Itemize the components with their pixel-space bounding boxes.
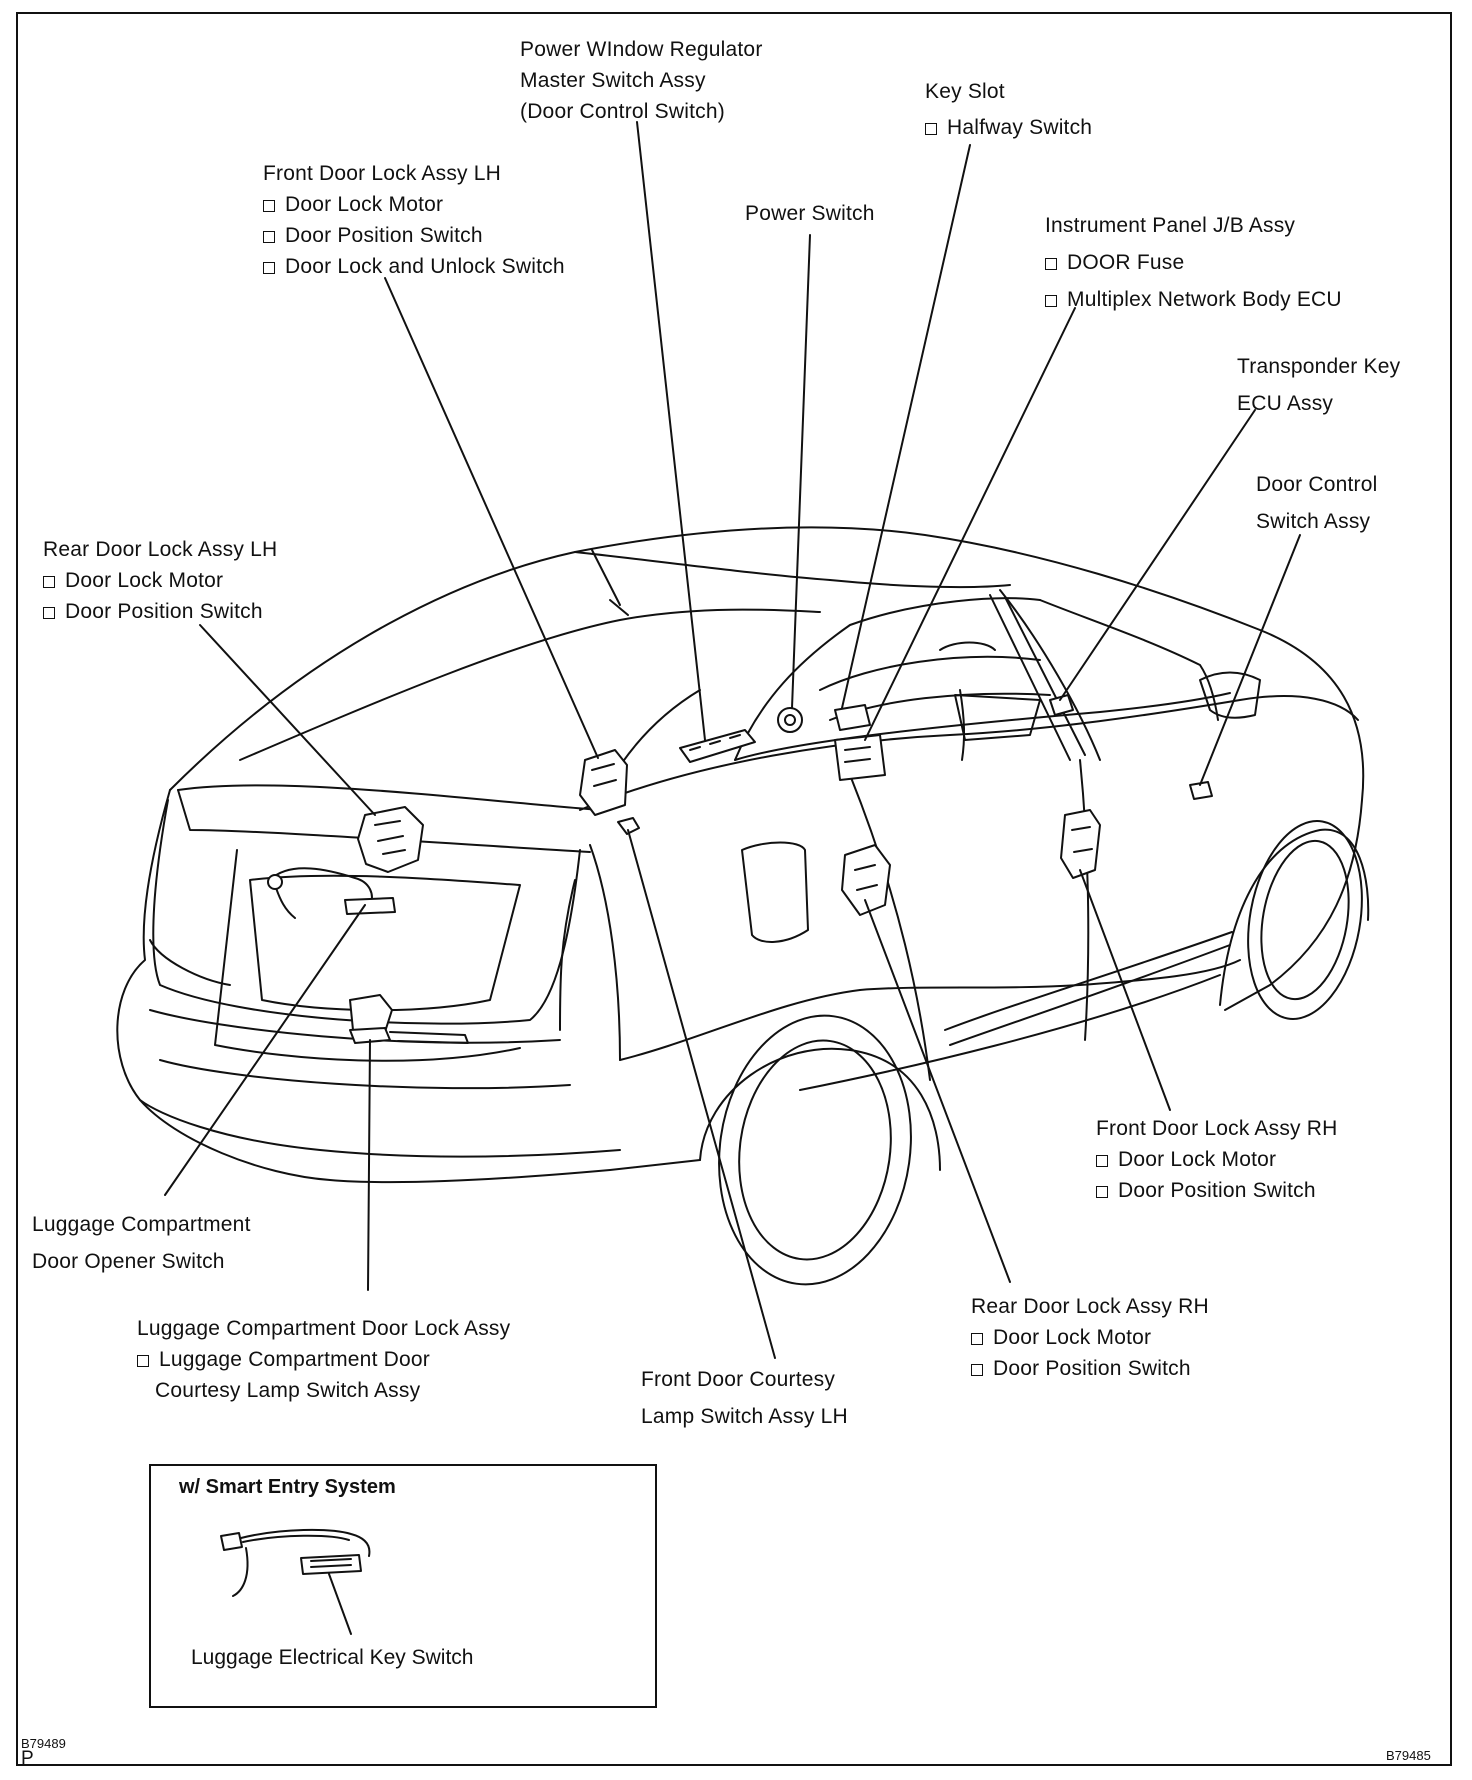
label-item: Door Lock Motor	[1118, 1148, 1277, 1171]
label-item: Courtesy Lamp Switch Assy	[155, 1379, 421, 1402]
label-line: Luggage Compartment	[32, 1213, 251, 1236]
checkbox-icon	[43, 576, 55, 588]
checkbox-icon	[263, 262, 275, 274]
checkbox-icon	[263, 231, 275, 243]
inset-label: Luggage Electrical Key Switch	[191, 1646, 474, 1669]
label-door-control-switch: Door Control Switch Assy	[1256, 466, 1377, 540]
label-rear-door-lock-rh: Rear Door Lock Assy RH Door Lock Motor D…	[971, 1291, 1209, 1384]
label-power-switch: Power Switch	[745, 198, 875, 229]
label-line: Door Opener Switch	[32, 1250, 225, 1273]
label-line: (Door Control Switch)	[520, 100, 725, 123]
smart-entry-inset: w/ Smart Entry System Luggage Electrical…	[149, 1464, 657, 1708]
label-title: Front Door Lock Assy LH	[263, 162, 502, 185]
label-title: Rear Door Lock Assy RH	[971, 1295, 1209, 1318]
label-item: Door Position Switch	[285, 224, 483, 247]
figure-code-left: B79489	[21, 1736, 66, 1751]
label-item: Door Lock Motor	[65, 569, 224, 592]
figure-code-letter: P	[21, 1748, 34, 1769]
label-line: Transponder Key	[1237, 355, 1401, 378]
label-luggage-door-lock: Luggage Compartment Door Lock Assy Lugga…	[137, 1313, 510, 1406]
label-item: Luggage Compartment Door	[159, 1348, 430, 1371]
checkbox-icon	[1045, 295, 1057, 307]
label-item: Door Position Switch	[1118, 1179, 1316, 1202]
label-front-door-courtesy-lh: Front Door Courtesy Lamp Switch Assy LH	[641, 1361, 848, 1435]
label-item: Door Lock Motor	[285, 193, 444, 216]
label-line: ECU Assy	[1237, 392, 1334, 415]
checkbox-icon	[971, 1364, 983, 1376]
label-line: Switch Assy	[1256, 510, 1371, 533]
checkbox-icon	[925, 123, 937, 135]
label-power-window-regulator: Power WIndow Regulator Master Switch Ass…	[520, 34, 763, 127]
luggage-key-switch-illustration	[220, 1528, 371, 1635]
label-luggage-opener-switch: Luggage Compartment Door Opener Switch	[32, 1206, 251, 1280]
label-instrument-panel: Instrument Panel J/B Assy DOOR Fuse Mult…	[1045, 207, 1342, 318]
label-line: Power WIndow Regulator	[520, 38, 763, 61]
label-line: Master Switch Assy	[520, 69, 706, 92]
label-item: DOOR Fuse	[1067, 251, 1185, 274]
checkbox-icon	[43, 607, 55, 619]
checkbox-icon	[1096, 1186, 1108, 1198]
label-item: Halfway Switch	[947, 116, 1093, 139]
label-title: Key Slot	[925, 80, 1005, 103]
checkbox-icon	[137, 1355, 149, 1367]
figure-code-right: B79485	[1386, 1748, 1431, 1763]
leader-lines	[164, 121, 1301, 1359]
label-item: Door Lock Motor	[993, 1326, 1152, 1349]
label-title: Luggage Compartment Door Lock Assy	[137, 1317, 511, 1340]
checkbox-icon	[263, 200, 275, 212]
label-line: Front Door Courtesy	[641, 1368, 836, 1391]
label-item: Door Position Switch	[65, 600, 263, 623]
label-title: Power Switch	[745, 202, 875, 225]
label-line: Door Control	[1256, 473, 1378, 496]
diagram-frame	[16, 12, 1452, 1766]
checkbox-icon	[971, 1333, 983, 1345]
label-key-slot: Key Slot Halfway Switch	[925, 74, 1092, 146]
inset-title: w/ Smart Entry System	[179, 1476, 396, 1498]
label-line: Lamp Switch Assy LH	[641, 1405, 848, 1428]
components	[267, 694, 1213, 1044]
label-item: Multiplex Network Body ECU	[1067, 288, 1342, 311]
label-front-door-lock-rh: Front Door Lock Assy RH Door Lock Motor …	[1096, 1113, 1338, 1206]
label-title: Rear Door Lock Assy LH	[43, 538, 278, 561]
label-rear-door-lock-lh: Rear Door Lock Assy LH Door Lock Motor D…	[43, 534, 277, 627]
label-item: Door Position Switch	[993, 1357, 1191, 1380]
checkbox-icon	[1096, 1155, 1108, 1167]
label-transponder-key: Transponder Key ECU Assy	[1237, 348, 1400, 422]
label-item: Door Lock and Unlock Switch	[285, 255, 565, 278]
label-title: Front Door Lock Assy RH	[1096, 1117, 1338, 1140]
label-title: Instrument Panel J/B Assy	[1045, 214, 1296, 237]
checkbox-icon	[1045, 258, 1057, 270]
label-front-door-lock-lh: Front Door Lock Assy LH Door Lock Motor …	[263, 158, 565, 282]
